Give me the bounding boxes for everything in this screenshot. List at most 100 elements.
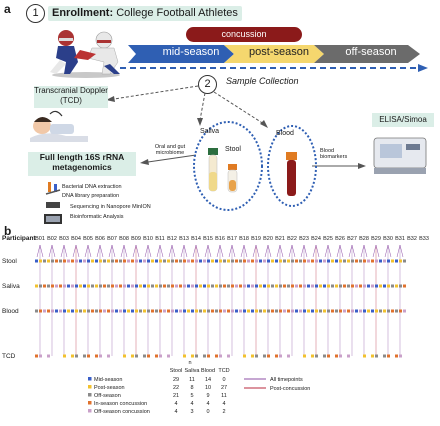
season-timeline <box>128 45 420 63</box>
participant-fan-line <box>216 244 221 258</box>
sample-point <box>387 354 390 358</box>
lab-tools-icons <box>44 182 62 224</box>
row-label-tcd: TCD <box>2 353 16 360</box>
sample-point <box>251 354 254 358</box>
sample-point <box>327 354 330 358</box>
sample-point <box>259 284 262 288</box>
sample-point <box>95 284 98 288</box>
legend-count: 0 <box>222 377 225 383</box>
sample-point <box>83 354 86 358</box>
sample-point <box>47 354 50 358</box>
sample-point <box>399 259 402 263</box>
sample-point <box>387 309 390 313</box>
season-mid-label: mid-season <box>162 46 220 58</box>
sample-point <box>95 309 98 313</box>
sample-point <box>255 284 258 288</box>
sample-point <box>375 354 378 358</box>
legend-col-stool: Stool <box>170 368 183 374</box>
sample-point <box>391 284 394 288</box>
participant-id: B26 <box>335 236 345 242</box>
sample-point <box>391 309 394 313</box>
sample-point <box>35 354 38 358</box>
participant-fan-line <box>384 244 389 258</box>
oral-gut-label: Oral and gut microbiome <box>154 144 186 156</box>
sample-point <box>347 259 350 263</box>
sample-point <box>159 259 162 263</box>
participant-fan-line <box>219 244 224 258</box>
step-dna-extraction: Bacterial DNA extraction <box>62 184 122 190</box>
sample-point <box>335 309 338 313</box>
participant-fan-line <box>63 244 68 258</box>
participant-fan-line <box>255 244 260 258</box>
sample-point <box>263 309 266 313</box>
sample-point <box>95 354 98 358</box>
sample-point <box>139 284 142 288</box>
sample-point <box>247 309 250 313</box>
sample-point <box>343 309 346 313</box>
sample-point <box>151 259 154 263</box>
sample-point <box>211 259 214 263</box>
sample-point <box>63 309 66 313</box>
participant-fan-line <box>339 244 344 258</box>
legend-swatch <box>88 377 92 381</box>
sample-point <box>227 259 230 263</box>
sample-point <box>79 259 82 263</box>
sample-point <box>219 259 222 263</box>
sample-point <box>151 309 154 313</box>
sample-point <box>51 259 54 263</box>
participant-fan-line <box>291 244 296 258</box>
sample-point <box>223 259 226 263</box>
sample-point <box>307 284 310 288</box>
sample-point <box>311 309 314 313</box>
season-post-label: post-season <box>249 46 309 58</box>
season-off-label: off-season <box>345 46 397 58</box>
sample-point <box>323 354 326 358</box>
tcd-label: Transcranial Doppler (TCD) <box>34 86 108 108</box>
sample-point <box>239 309 242 313</box>
sample-point <box>275 259 278 263</box>
participant-fan-line <box>207 244 212 258</box>
participant-id: B32 <box>407 236 417 242</box>
participant-fan-line <box>264 244 269 258</box>
sample-point <box>351 259 354 263</box>
participant-fan-line <box>279 244 284 258</box>
sample-point <box>271 284 274 288</box>
sample-point <box>143 284 146 288</box>
sample-point <box>347 284 350 288</box>
sample-point <box>371 354 374 358</box>
sample-point <box>75 309 78 313</box>
sample-collection-label: Sample Collection <box>226 76 299 86</box>
legend-count: 4 <box>174 401 177 407</box>
sample-point <box>171 284 174 288</box>
sample-point <box>235 309 238 313</box>
legend-count: 21 <box>173 393 179 399</box>
participant-fan-line <box>39 244 44 258</box>
participant-fan-line <box>327 244 332 258</box>
participant-fan-line <box>180 244 185 258</box>
football-players-illustration <box>50 30 120 78</box>
sample-point <box>251 259 254 263</box>
legend-count: 4 <box>190 401 193 407</box>
step-library-prep: DNA library preparation <box>62 193 120 199</box>
participant-fan-line <box>84 244 89 258</box>
sample-point <box>279 284 282 288</box>
sample-point <box>219 309 222 313</box>
sample-point <box>115 309 118 313</box>
participant-id: B28 <box>359 236 369 242</box>
participant-fan-line <box>399 244 404 258</box>
participant-fan-line <box>348 244 353 258</box>
sample-point <box>315 284 318 288</box>
participant-fan-line <box>372 244 377 258</box>
sample-point <box>399 354 402 358</box>
sample-point <box>151 284 154 288</box>
participant-fan-line <box>276 244 281 258</box>
sample-point <box>299 284 302 288</box>
legend-count: 22 <box>173 385 179 391</box>
sample-point <box>199 309 202 313</box>
participant-id: B20 <box>263 236 273 242</box>
sample-point <box>163 309 166 313</box>
sample-point <box>83 309 86 313</box>
sample-point <box>211 309 214 313</box>
sample-point <box>291 284 294 288</box>
sample-point <box>371 259 374 263</box>
